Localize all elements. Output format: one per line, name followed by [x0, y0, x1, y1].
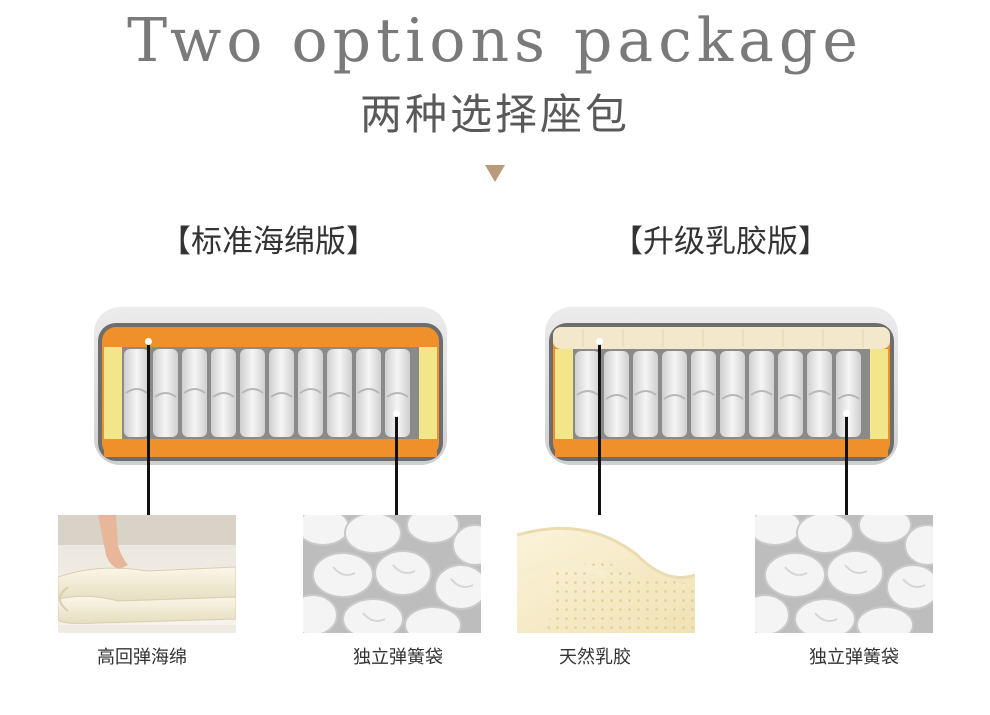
- leader-dot: [843, 410, 850, 417]
- pocket-spring-photo: [303, 515, 481, 633]
- leader-line-latex-spring: [845, 413, 848, 515]
- cushion-cross-section-sponge: [92, 305, 449, 468]
- leader-line-latex: [598, 341, 601, 515]
- caption-natural-latex: 天然乳胶: [559, 647, 631, 668]
- cushion-cross-section-latex: [543, 305, 900, 468]
- version-label-sponge: 【标准海绵版】: [160, 224, 377, 260]
- page-title-en: Two options package: [127, 6, 863, 76]
- leader-line-sponge-spring: [395, 413, 398, 515]
- leader-dot: [145, 338, 152, 345]
- leader-dot: [596, 338, 603, 345]
- latex-closeup-photo: [517, 515, 695, 633]
- pocket-spring-photo: [755, 515, 933, 633]
- version-label-latex: 【升级乳胶版】: [612, 224, 829, 260]
- caption-pocket-springs: 独立弹簧袋: [353, 647, 443, 668]
- page-title-zh: 两种选择座包: [359, 90, 630, 139]
- leader-dot: [393, 410, 400, 417]
- down-arrow-icon: [485, 165, 505, 182]
- leader-line-sponge-foam: [147, 341, 150, 515]
- caption-pocket-springs: 独立弹簧袋: [809, 647, 899, 668]
- foam-roll-photo: [58, 515, 236, 633]
- caption-high-resilience-foam: 高回弹海绵: [97, 647, 187, 668]
